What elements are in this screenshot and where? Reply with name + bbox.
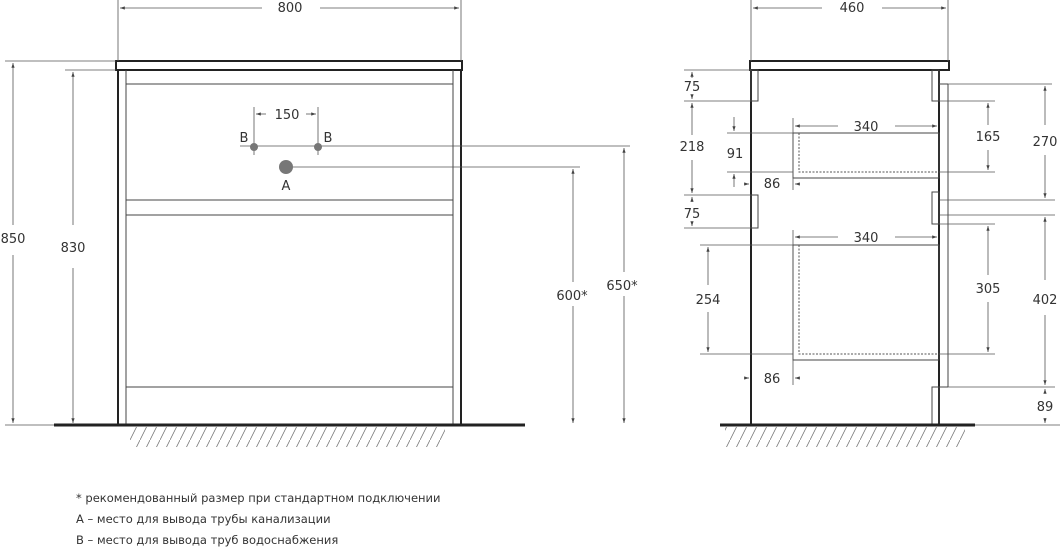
label-b-left: B	[240, 131, 249, 146]
drawer-upper	[792, 132, 940, 179]
dim-facade-upper: 270	[1033, 135, 1058, 150]
front-view: 800 850 830 150 B B A 600* 650*	[1, 0, 638, 447]
countertop-side	[749, 60, 950, 71]
dim-facade-lower-inner: 305	[976, 282, 1001, 297]
countertop	[115, 60, 463, 71]
dim-supply-height: 650*	[606, 279, 638, 294]
label-b-right: B	[324, 131, 333, 146]
dim-drawer-lower-depth: 340	[854, 231, 879, 246]
dim-height-total: 850	[1, 232, 26, 247]
drain-hole	[279, 160, 293, 174]
dim-height-body: 830	[61, 241, 86, 256]
note-recommended: * рекомендованный размер при стандартном…	[76, 491, 441, 505]
note-a: А – место для вывода трубы канализации	[76, 512, 331, 526]
dim-facade-lower: 402	[1033, 293, 1058, 308]
dim-depth: 460	[840, 1, 865, 16]
dim-gap-upper: 218	[680, 140, 705, 155]
dim-supply-spacing: 150	[275, 108, 300, 123]
dim-drain-height: 600*	[556, 289, 588, 304]
supply-hole-left	[250, 143, 258, 151]
dim-rail-top: 75	[684, 80, 701, 95]
label-a: A	[282, 179, 291, 194]
dim-setback-upper: 86	[764, 177, 781, 192]
floor-hatch	[130, 427, 445, 447]
dim-drawer-upper-depth: 340	[854, 120, 879, 135]
notes: * рекомендованный размер при стандартном…	[76, 488, 441, 551]
note-b: В – место для вывода труб водоснабжения	[76, 533, 339, 547]
supply-hole-right	[314, 143, 322, 151]
dim-drawer-offset: 91	[727, 147, 744, 162]
dim-facade-upper-inner: 165	[976, 130, 1001, 145]
drawer-lower	[792, 244, 940, 361]
dim-plinth: 89	[1037, 400, 1054, 415]
side-view: 460 75 218 75 91 86 340 340 254 86 165 2…	[680, 0, 1060, 447]
dim-rail-mid: 75	[684, 207, 701, 222]
dim-setback-lower: 86	[764, 372, 781, 387]
dim-width: 800	[278, 1, 303, 16]
dim-drawer-lower-height: 254	[696, 293, 721, 308]
